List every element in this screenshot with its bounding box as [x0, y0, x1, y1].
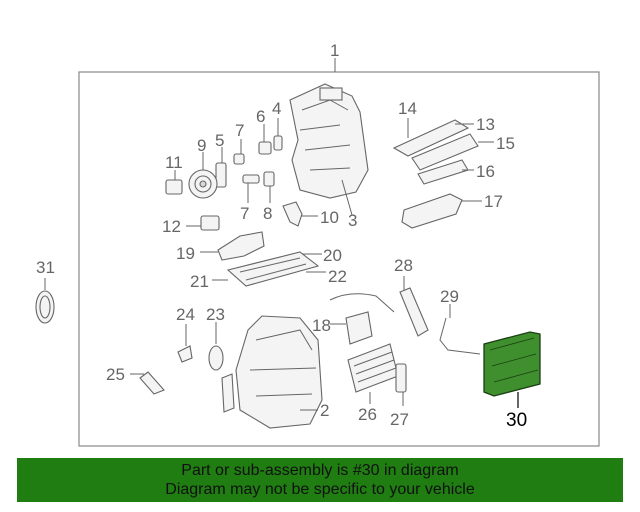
label-3: 3 — [348, 211, 357, 230]
part-7-lower: 7 — [240, 174, 260, 223]
part-5: 5 — [215, 131, 227, 188]
label-25: 25 — [106, 365, 125, 384]
label-7b: 7 — [240, 204, 249, 223]
label-7a: 7 — [235, 121, 244, 140]
label-1: 1 — [330, 41, 339, 60]
banner-line-1: Part or sub-assembly is #30 in diagram — [181, 462, 459, 479]
part-3-upper-case: 3 — [289, 83, 369, 230]
label-16: 16 — [476, 162, 495, 181]
part-10: 10 — [282, 201, 339, 227]
label-22: 22 — [328, 267, 347, 286]
label-17: 17 — [484, 192, 503, 211]
part-24: 24 — [176, 305, 195, 363]
label-20: 20 — [323, 246, 342, 265]
label-31: 31 — [36, 258, 55, 277]
label-21: 21 — [190, 272, 209, 291]
part-29-tube: 29 — [439, 287, 481, 355]
label-18: 18 — [312, 316, 331, 335]
part-27: 27 — [390, 363, 409, 429]
parts-diagram: 1 31 3 4 6 7 5 7 — [35, 41, 600, 447]
label-27: 27 — [390, 410, 409, 429]
label-12: 12 — [162, 217, 181, 236]
part-30-highlighted: 30 — [483, 331, 541, 431]
part-18-blower: 18 — [312, 293, 395, 345]
label-14: 14 — [398, 99, 417, 118]
part-9-motor: 9 — [188, 136, 218, 199]
label-5: 5 — [215, 131, 224, 150]
label-30: 30 — [506, 410, 527, 431]
label-11: 11 — [165, 153, 183, 172]
label-23: 23 — [206, 305, 225, 324]
label-26: 26 — [358, 405, 377, 424]
part-4: 4 — [272, 99, 283, 151]
part-13-14-bracket: 14 13 — [392, 99, 495, 157]
label-4: 4 — [272, 99, 281, 118]
label-9: 9 — [197, 136, 206, 155]
part-11: 11 — [165, 153, 183, 195]
part-15-cover: 15 — [411, 133, 515, 171]
banner-line-2: Diagram may not be specific to your vehi… — [165, 481, 475, 498]
part-19-duct: 19 — [176, 231, 265, 263]
part-23: 23 — [206, 305, 225, 371]
info-banner: Part or sub-assembly is #30 in diagram D… — [17, 458, 623, 502]
part-12: 12 — [162, 215, 220, 236]
label-19: 19 — [176, 244, 195, 263]
part-20-21-22-flaps: 20 21 22 — [190, 246, 347, 291]
label-10: 10 — [320, 208, 339, 227]
part-31-seal: 31 — [35, 258, 55, 324]
part-8: 8 — [263, 171, 275, 223]
part-6: 6 — [256, 107, 272, 155]
label-8: 8 — [263, 204, 272, 223]
part-17-duct: 17 — [401, 192, 503, 229]
label-15: 15 — [496, 134, 515, 153]
label-29: 29 — [440, 287, 459, 306]
diagram-frame — [78, 71, 600, 447]
part-7-upper: 7 — [233, 121, 245, 165]
label-2: 2 — [320, 401, 329, 420]
part-16-filter: 16 — [417, 159, 495, 185]
label-24: 24 — [176, 305, 195, 324]
label-6: 6 — [256, 107, 265, 126]
label-28: 28 — [394, 256, 413, 275]
part-2-lower-case: 2 — [221, 315, 329, 429]
part-25: 25 — [106, 365, 165, 395]
label-13: 13 — [476, 115, 495, 134]
part-28: 28 — [394, 256, 429, 337]
